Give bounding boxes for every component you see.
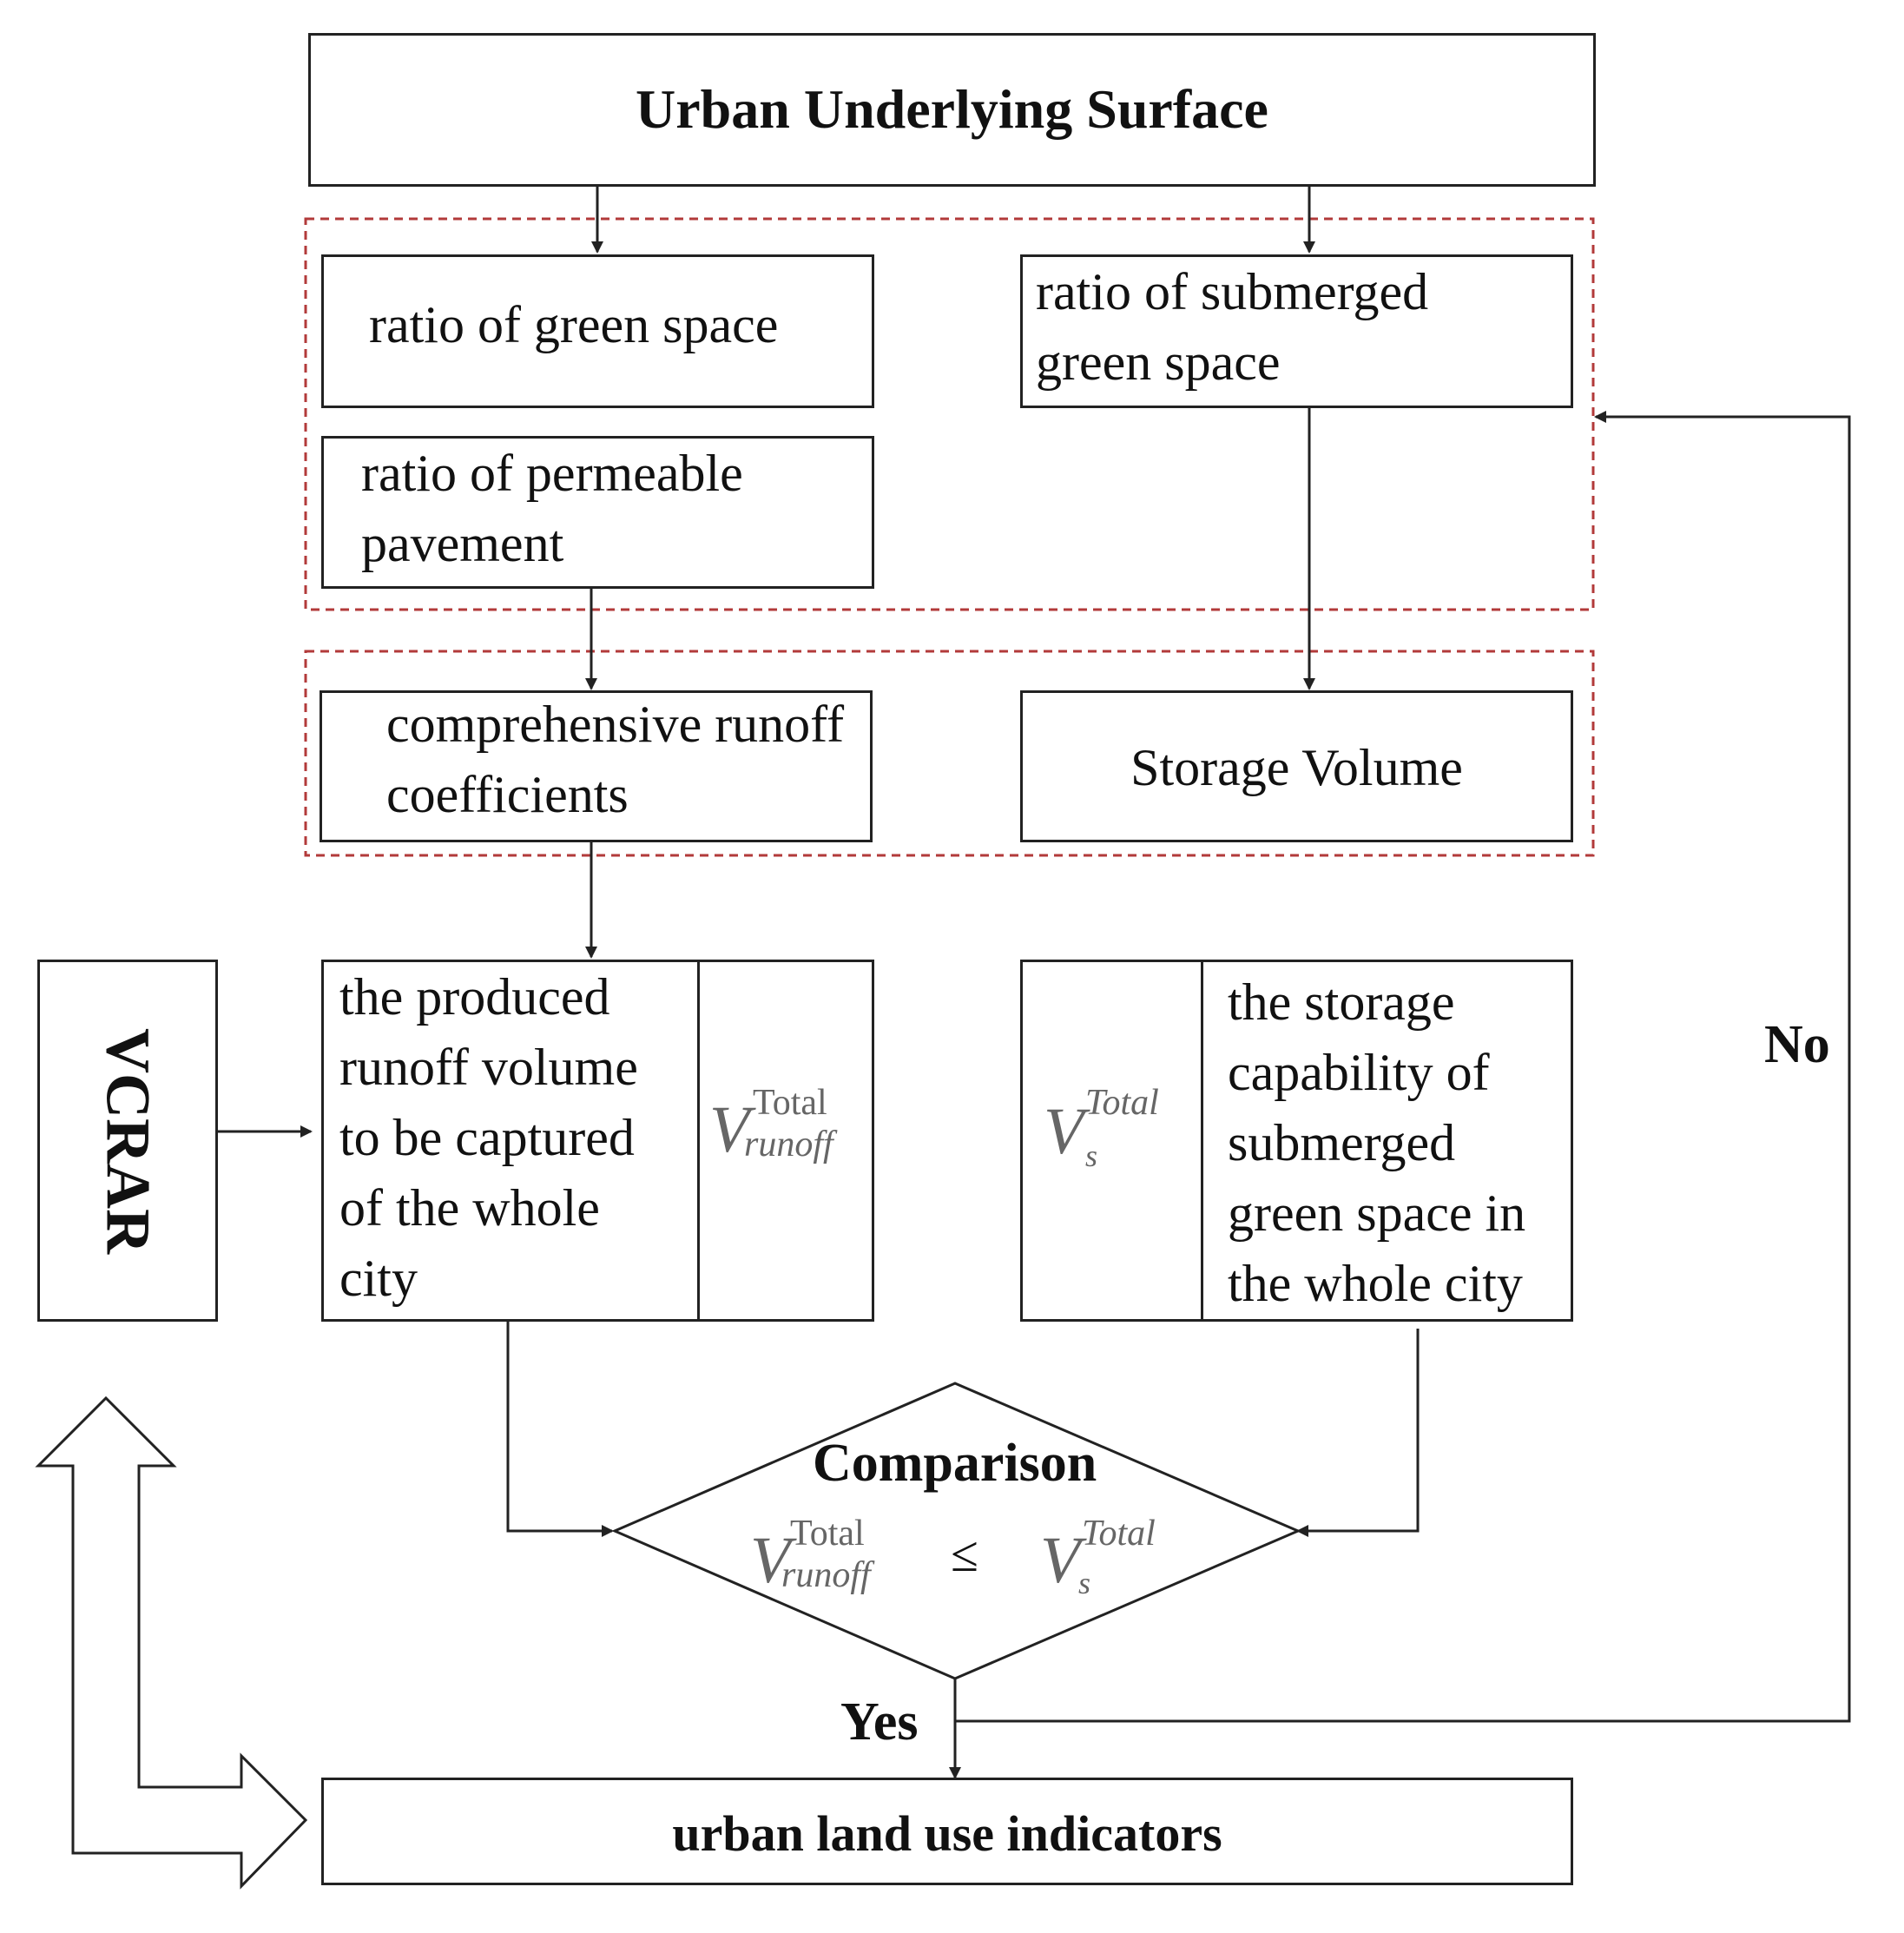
dashed-group-coefficients xyxy=(304,650,1595,857)
submerged-green-box: ratio of submerged green space xyxy=(1020,254,1573,408)
green-space-label: ratio of green space xyxy=(369,296,779,353)
storage-capability-divider xyxy=(1201,962,1203,1319)
storage-capability-label: the storage capability of submerged gree… xyxy=(1228,973,1526,1312)
storage-volume-box: Storage Volume xyxy=(1020,690,1573,842)
comparison-title: Comparison xyxy=(813,1434,1097,1493)
v-s-total-symbol: V Total s xyxy=(1044,1083,1159,1173)
storage-volume-label: Storage Volume xyxy=(1130,739,1463,796)
arrow-storage-to-comparison xyxy=(1296,1329,1420,1537)
comparison-leq: ≤ xyxy=(951,1526,978,1582)
dashed-group-ratios xyxy=(304,217,1595,611)
runoff-coefficients-box: comprehensive runoff coefficients xyxy=(320,690,873,842)
urban-land-use-indicators-box: urban land use indicators xyxy=(321,1778,1573,1885)
produced-runoff-divider xyxy=(697,962,700,1319)
comparison-v-s-symbol: V Total s xyxy=(1040,1514,1156,1600)
green-space-box: ratio of green space xyxy=(321,254,874,408)
storage-capability-box: V Total s the storage capability of subm… xyxy=(1020,960,1573,1322)
vcrar-label: VCRAR xyxy=(93,1027,163,1254)
arrow-no-loop xyxy=(955,411,1851,1723)
permeable-pavement-label: ratio of permeable pavement xyxy=(361,445,743,572)
vcrar-box: VCRAR xyxy=(37,960,218,1322)
yes-label: Yes xyxy=(840,1692,919,1752)
hollow-double-arrow xyxy=(35,1395,308,1890)
no-label: No xyxy=(1764,1015,1830,1074)
arrow-runoff-to-comparison xyxy=(506,1322,614,1537)
permeable-pavement-box: ratio of permeable pavement xyxy=(321,436,874,589)
urban-land-use-indicators-label: urban land use indicators xyxy=(672,1805,1222,1862)
runoff-coefficients-label: comprehensive runoff coefficients xyxy=(386,696,845,823)
produced-runoff-label: the produced runoff volume to be capture… xyxy=(339,968,638,1307)
urban-underlying-surface-label: Urban Underlying Surface xyxy=(636,78,1268,140)
comparison-v-runoff-symbol: V Total runoff xyxy=(750,1514,871,1597)
urban-underlying-surface-box: Urban Underlying Surface xyxy=(308,33,1596,187)
submerged-green-label: ratio of submerged green space xyxy=(1036,263,1429,391)
produced-runoff-box: the produced runoff volume to be capture… xyxy=(321,960,874,1322)
v-runoff-total-symbol: V Total runoff xyxy=(709,1083,833,1166)
